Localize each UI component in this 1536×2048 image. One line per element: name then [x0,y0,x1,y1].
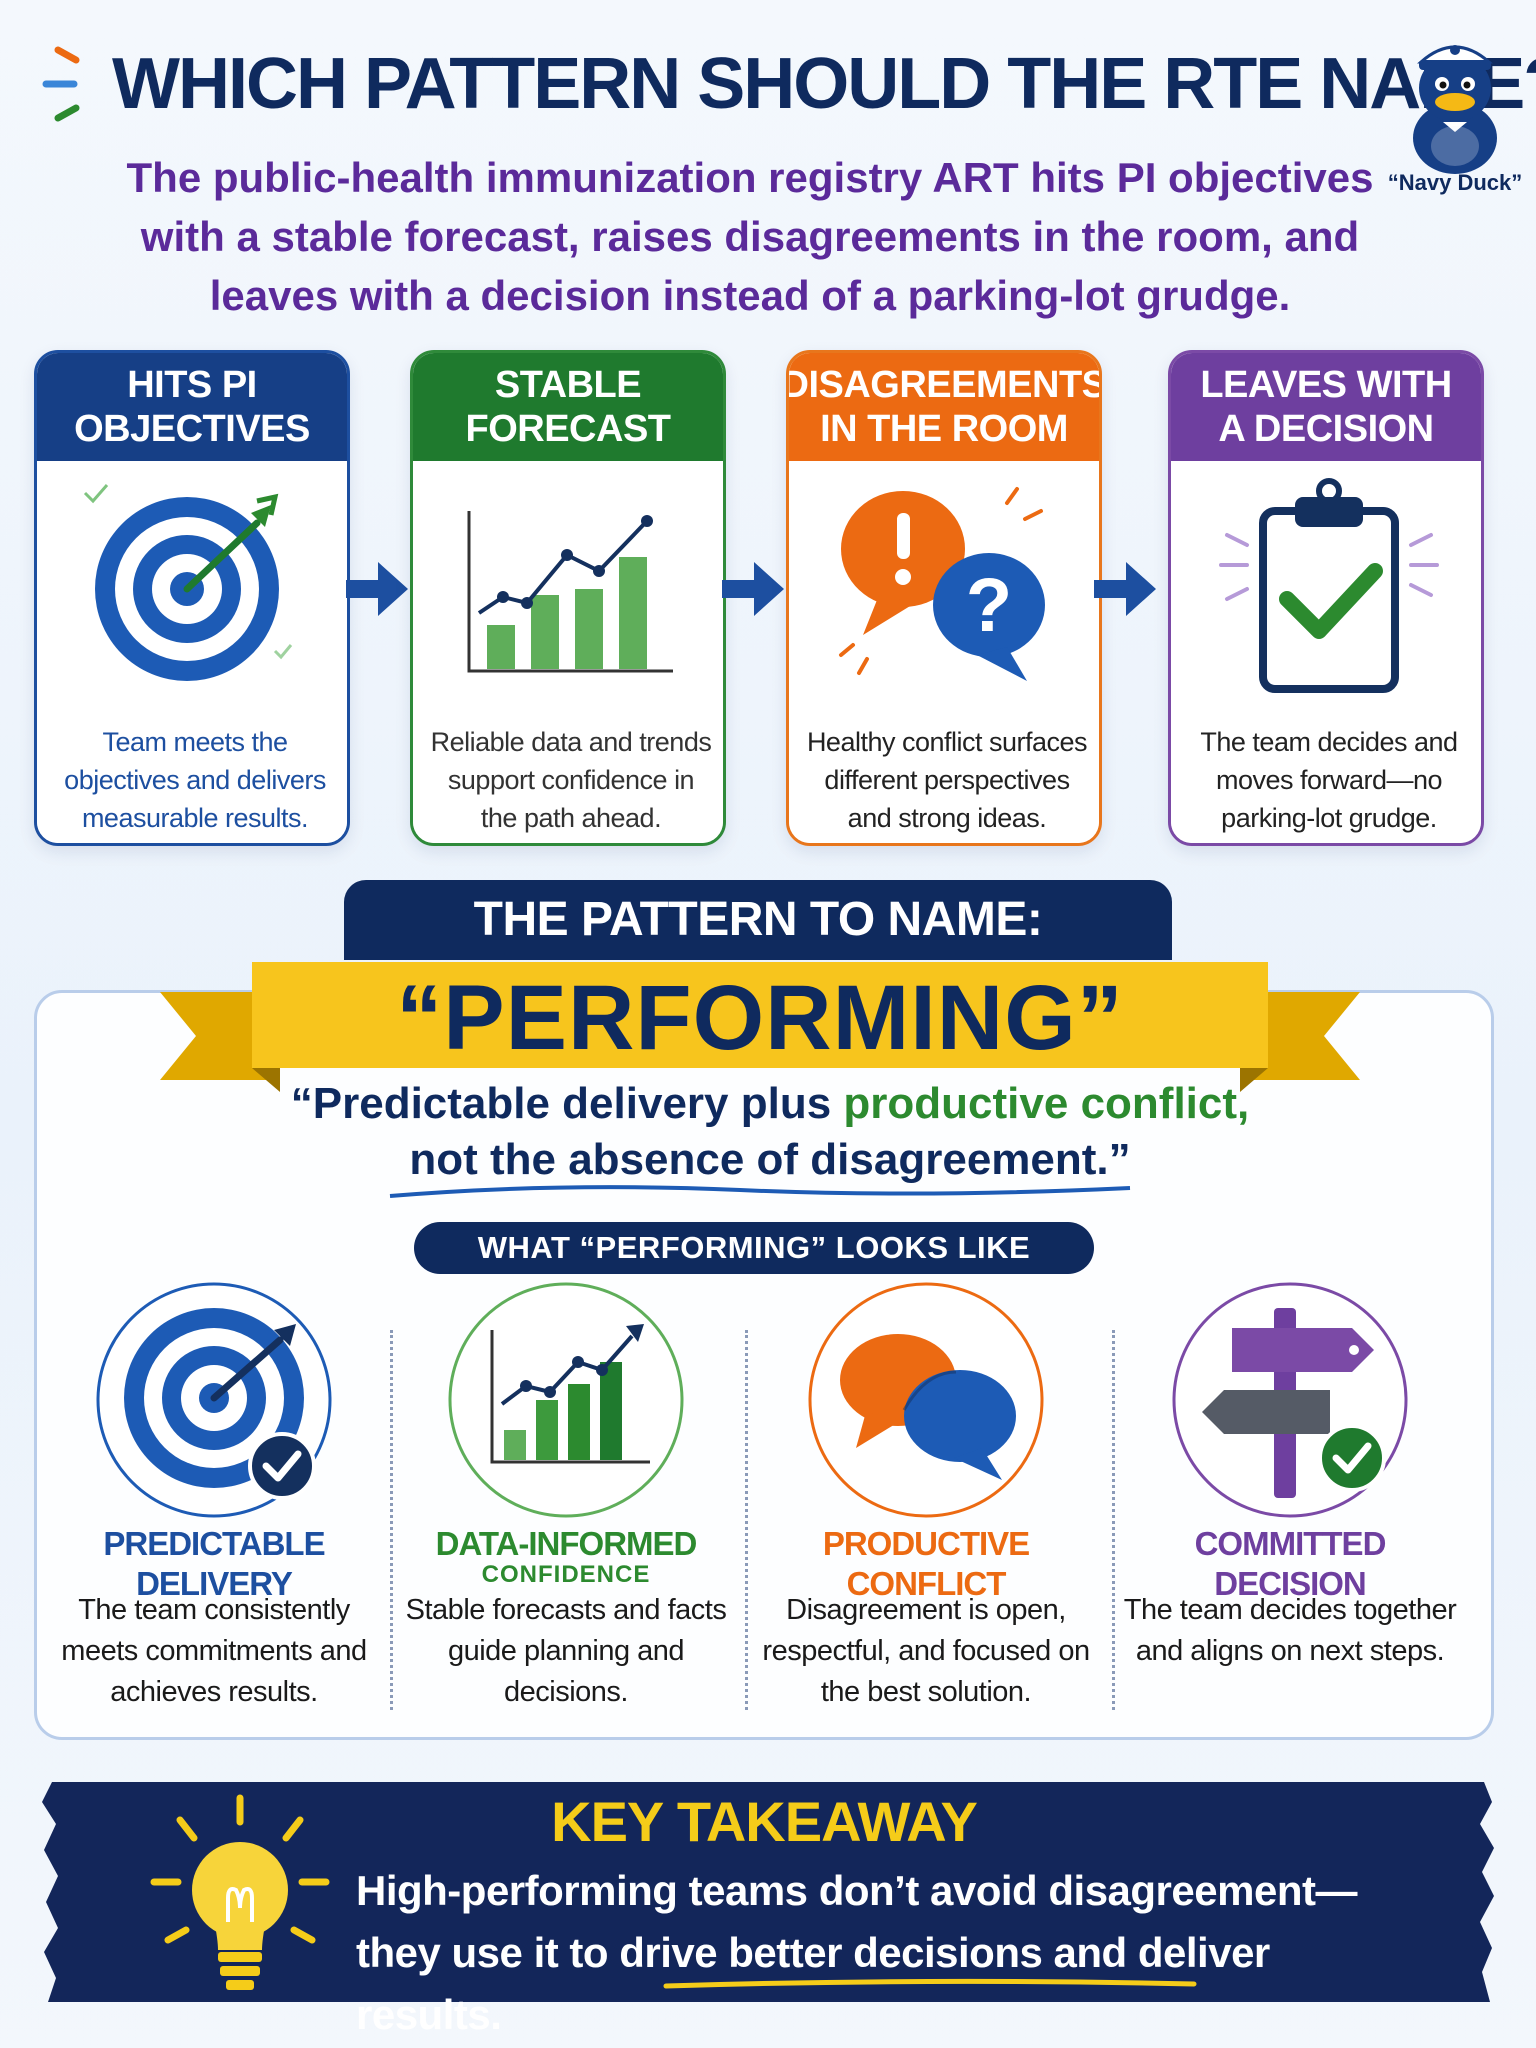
svg-text:?: ? [966,563,1012,648]
dotted-divider [745,1330,748,1710]
takeaway-text: High-performing teams don’t avoid disagr… [356,1860,1416,2046]
pattern-label: THE PATTERN TO NAME: [344,880,1172,960]
feature-title-sub: CONFIDENCE [481,1561,651,1588]
step-card-hits-pi-objectives: HITS PI OBJECTIVES Team meets the object… [34,350,350,846]
speech-bubbles-icon: ? [839,487,1045,681]
signpost-check-icon [1172,1282,1408,1518]
feature-productive-conflict: PRODUCTIVE CONFLICT Disagreement is open… [756,1280,1096,1720]
step-card-leaves-with-a-decision: LEAVES WITH A DECISION The team decides … [1168,350,1484,846]
step-description: Healthy conflict surfaces different pers… [806,727,1088,833]
feature-description: The team consistently meets commitments … [61,1594,367,1708]
quote-text-line2: not the absence of disagreement.” [409,1135,1131,1184]
feature-predictable-delivery: PREDICTABLE DELIVERY The team consistent… [44,1280,384,1720]
step-description: Reliable data and trends support confide… [430,727,712,833]
step-card-stable-forecast: STABLE FORECAST Reliable data and trends… [410,350,726,846]
mascot-caption: “Navy Duck” [1387,170,1523,195]
feature-title: DATA-INFORMED CONFIDENCE [396,1524,736,1588]
burst-lines-icon [42,46,80,122]
quote-text: “Predictable delivery plus [290,1079,844,1128]
takeaway-banner [42,1782,1494,2002]
feature-title: PRODUCTIVE CONFLICT [822,1525,1030,1602]
lightbulb-icon [150,1794,330,1990]
target-check-icon [96,1282,332,1518]
scenario-text: The public-health immunization registry … [126,154,1374,319]
page-title: WHICH PATTERN SHOULD THE RTE NAME? [112,44,1536,124]
feature-description: Stable forecasts and facts guide plannin… [405,1594,727,1708]
quote-underline [389,1185,1131,1198]
feature-title: COMMITTED DECISION [1194,1525,1387,1602]
quote-highlight: productive conflict, [843,1079,1250,1128]
chat-bubbles-icon [808,1282,1044,1518]
step-card-disagreements-in-the-room: DISAGREEMENTS IN THE ROOM ? Healthy conf… [786,350,1102,846]
feature-data-informed-confidence: DATA-INFORMED CONFIDENCE Stable forecast… [396,1280,736,1720]
looks-like-label: WHAT “PERFORMING” LOOKS LIKE [414,1222,1094,1274]
step-description: The team decides and moves forward—no pa… [1200,727,1458,833]
growth-chart-icon [448,1282,684,1518]
takeaway-underline [663,1978,1197,1989]
dotted-divider [1112,1330,1115,1710]
arrow-right-icon [346,562,408,616]
takeaway-title: KEY TAKEAWAY [551,1790,978,1853]
yellow-ribbon-banner [160,962,1360,1092]
feature-description: The team decides together and aligns on … [1123,1594,1457,1667]
step-description: Team meets the objectives and delivers m… [64,727,326,833]
navy-duck-mascot [1413,45,1497,174]
dotted-divider [390,1330,393,1710]
arrow-right-icon [722,562,784,616]
bar-chart-icon [467,511,673,673]
clipboard-check-icon [1219,478,1439,693]
feature-title-main: DATA-INFORMED [435,1525,698,1562]
step-title: HITS PI OBJECTIVES [37,353,347,461]
step-title: LEAVES WITH A DECISION [1171,353,1481,461]
pattern-name: “PERFORMING” [396,967,1124,1069]
arrow-right-icon [1094,562,1156,616]
step-title: STABLE FORECAST [413,353,723,461]
feature-description: Disagreement is open, respectful, and fo… [762,1594,1090,1708]
takeaway-line-2: they use it to drive better decisions an… [356,1929,1270,2038]
target-icon [83,484,293,681]
takeaway-line-1: High-performing teams don’t avoid disagr… [356,1867,1357,1914]
feature-title: PREDICTABLE DELIVERY [103,1525,325,1602]
feature-committed-decision: COMMITTED DECISION The team decides toge… [1120,1280,1460,1720]
pattern-quote: “Predictable delivery plus productive co… [120,1076,1420,1188]
step-title: DISAGREEMENTS IN THE ROOM [789,353,1099,461]
